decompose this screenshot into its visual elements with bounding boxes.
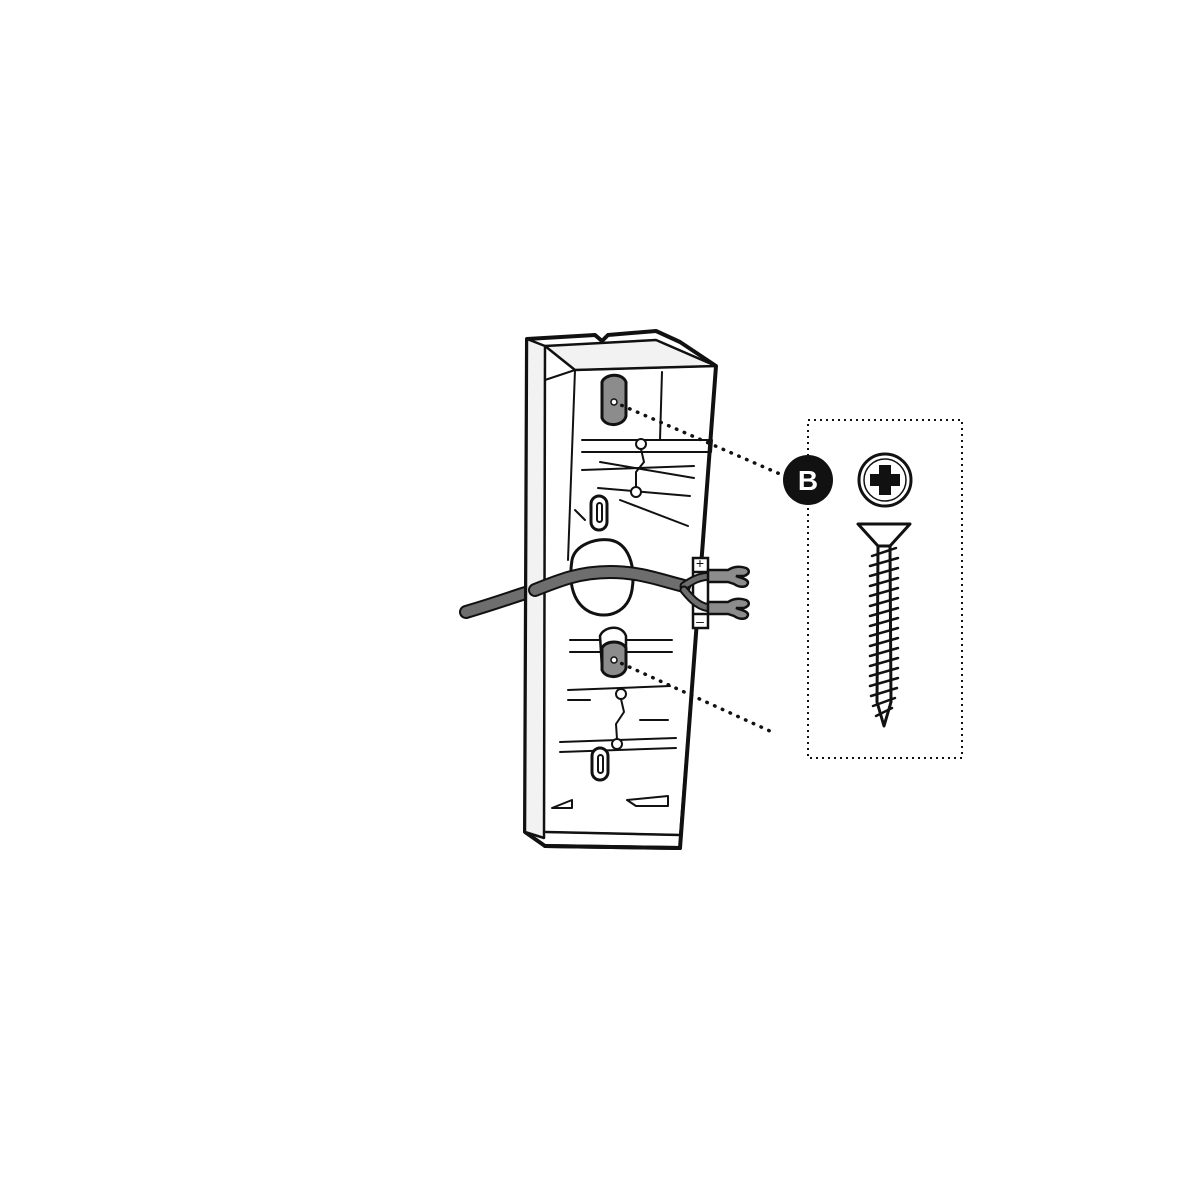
callout-label: B	[798, 465, 818, 496]
negative-spade-connector	[706, 597, 750, 620]
leader-line-upper	[610, 398, 782, 476]
phillips-screw-head-icon	[857, 452, 913, 508]
positive-spade-connector	[706, 565, 750, 588]
leader-line-lower	[610, 656, 774, 734]
screw-icon	[856, 522, 912, 728]
wire-inside-bracket	[528, 564, 691, 597]
negative-terminal-label: –	[696, 613, 704, 629]
callout-badge: B	[783, 455, 833, 505]
positive-terminal-label: +	[696, 555, 704, 571]
lower-screw-hole	[598, 626, 628, 678]
